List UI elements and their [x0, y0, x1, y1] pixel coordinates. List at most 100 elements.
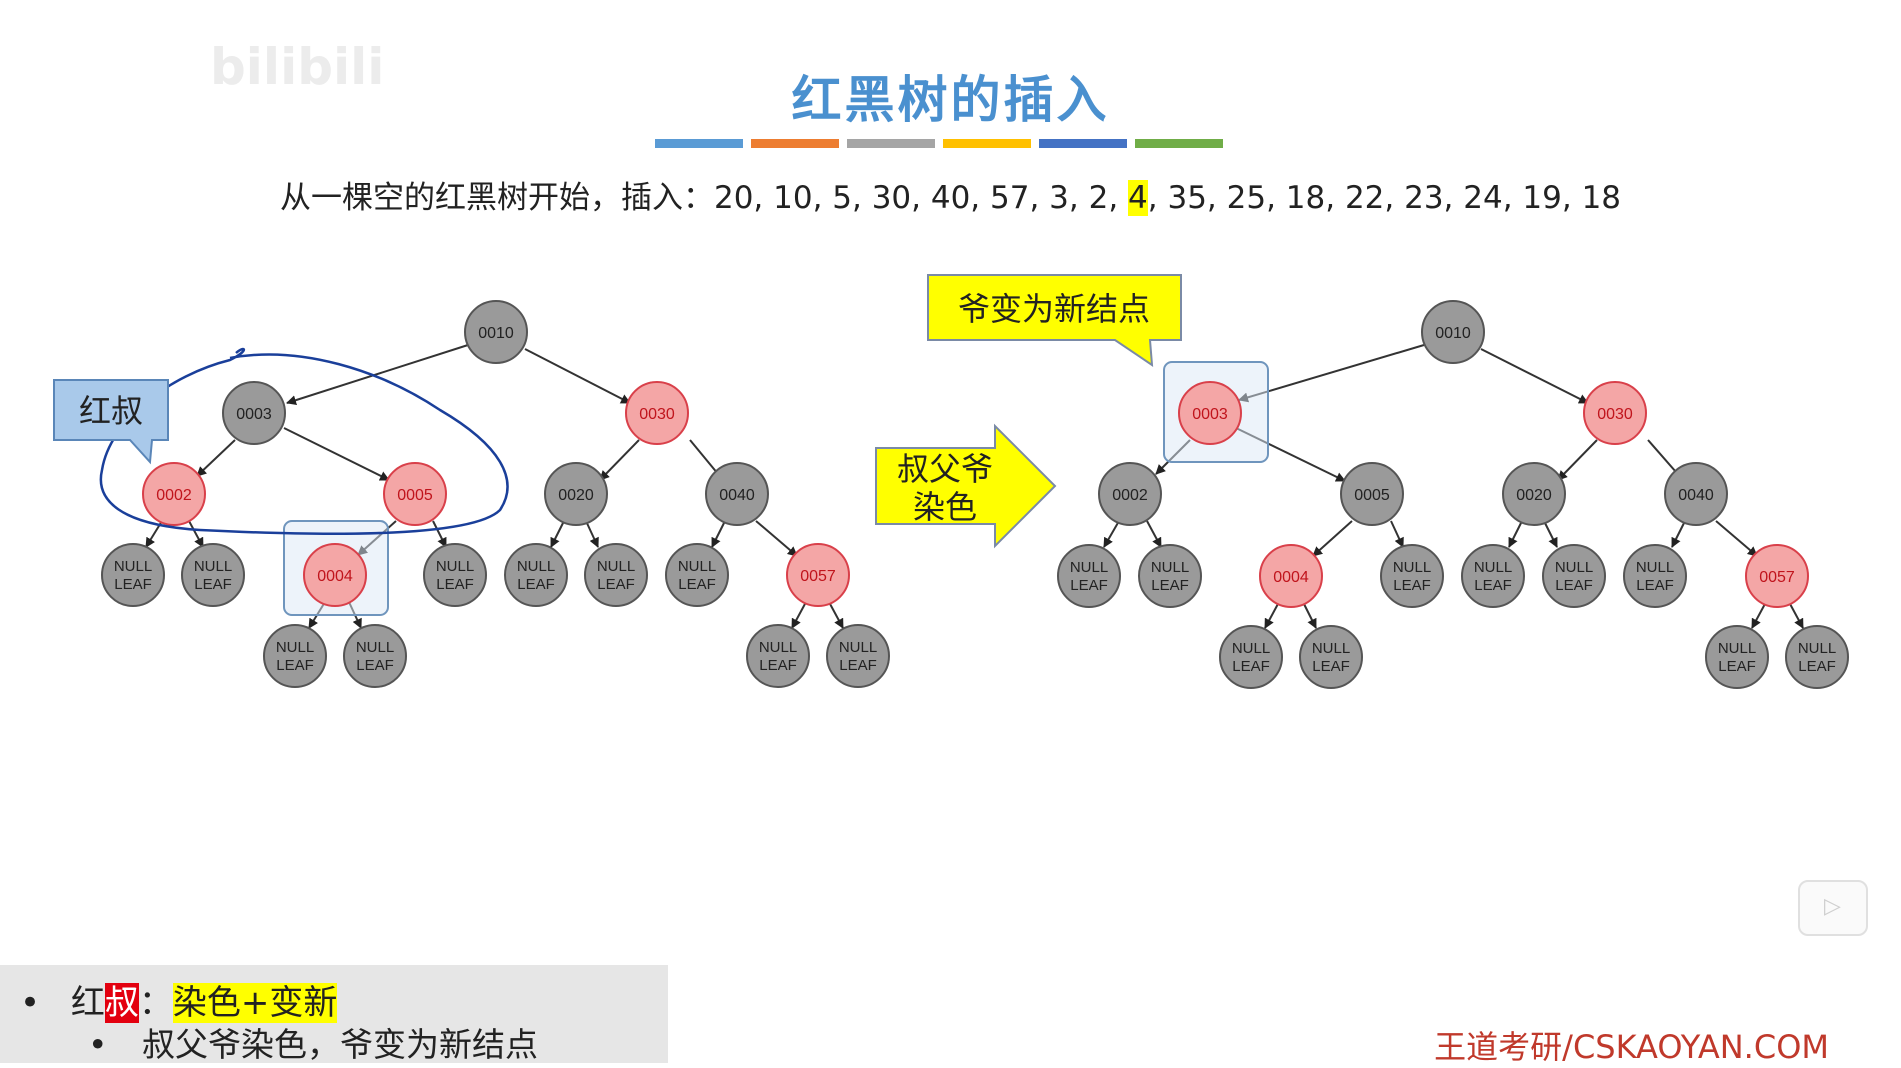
- color-bar: [943, 139, 1031, 148]
- node-label: 0057: [1759, 569, 1795, 586]
- page-title: 红黑树的插入: [791, 71, 1110, 129]
- null-line1: NULL: [678, 558, 716, 575]
- left-node-0040: 0040: [705, 462, 769, 526]
- right-node-0010: 0010: [1421, 300, 1485, 364]
- null-line2: LEAF: [1070, 577, 1108, 594]
- watermark-logo: bilibili: [210, 38, 385, 96]
- null-line2: LEAF: [436, 576, 474, 593]
- node-label: 0002: [1112, 487, 1148, 504]
- insert-sequence: 从一棵空的红黑树开始，插入：20, 10, 5, 30, 40, 57, 3, …: [0, 172, 1901, 217]
- null-line1: NULL: [1636, 559, 1674, 576]
- sequence-highlight: 4: [1128, 180, 1148, 216]
- hand-drawn-circle: [99, 347, 509, 536]
- node-label: 0005: [1354, 487, 1390, 504]
- node-label: 0003: [236, 406, 272, 423]
- right-node-0040: 0040: [1664, 462, 1728, 526]
- summary-action: 染色+变新: [172, 983, 338, 1023]
- arrow-line1: 叔父爷: [897, 450, 993, 488]
- node-label: 0040: [1678, 487, 1714, 504]
- sequence-before: 20, 10, 5, 30, 40, 57, 3, 2,: [713, 180, 1129, 216]
- null-line2: LEAF: [276, 657, 314, 674]
- null-line1: NULL: [1798, 640, 1836, 657]
- null-line2: LEAF: [1718, 658, 1756, 675]
- null-line1: NULL: [1393, 559, 1431, 576]
- right-node-0057: 0057: [1745, 544, 1809, 608]
- left-node-0002: 0002: [142, 462, 206, 526]
- bullet: •: [88, 1025, 108, 1064]
- summary-uncle-highlight: 叔: [104, 983, 139, 1023]
- null-line1: NULL: [759, 639, 797, 656]
- null-line2: LEAF: [1312, 658, 1350, 675]
- null-line1: NULL: [114, 558, 152, 575]
- null-line2: LEAF: [759, 657, 797, 674]
- left-node-0005: 0005: [383, 462, 447, 526]
- left-node-0020: 0020: [544, 462, 608, 526]
- null-line2: LEAF: [517, 576, 555, 593]
- null-line1: NULL: [1718, 640, 1756, 657]
- left-node-0030: 0030: [625, 381, 689, 445]
- summary-detail: 叔父爷染色，爷变为新结点: [141, 1025, 538, 1064]
- left-node-0003: 0003: [222, 381, 286, 445]
- callout-grandparent: 爷变为新结点: [927, 274, 1182, 367]
- right-node-0004: 0004: [1259, 544, 1323, 608]
- null-line2: LEAF: [839, 657, 877, 674]
- sequence-after: , 35, 25, 18, 22, 23, 24, 19, 18: [1147, 180, 1622, 216]
- node-label: 0010: [1435, 325, 1471, 342]
- null-line2: LEAF: [1636, 577, 1674, 594]
- right-node-0030: 0030: [1583, 381, 1647, 445]
- null-line1: NULL: [1555, 559, 1593, 576]
- brand-footer: 王道考研/CSKAOYAN.COM: [1434, 1028, 1829, 1066]
- bullet: •: [20, 983, 41, 1023]
- null-line2: LEAF: [356, 657, 394, 674]
- null-line2: LEAF: [1151, 577, 1189, 594]
- node-label: 0057: [800, 568, 836, 585]
- summary-line2: • 叔父爷染色，爷变为新结点: [88, 1018, 538, 1066]
- right-node-0020: 0020: [1502, 462, 1566, 526]
- node-label: 0004: [317, 568, 353, 585]
- null-line2: LEAF: [1555, 577, 1593, 594]
- node-label: 0030: [1597, 406, 1633, 423]
- right-node-0003: 0003: [1178, 381, 1242, 445]
- callout-red-uncle: 红叔: [53, 379, 169, 465]
- color-bar: [1039, 139, 1127, 148]
- sequence-prefix: 从一棵空的红黑树开始，插入：: [279, 180, 714, 216]
- null-line1: NULL: [1312, 640, 1350, 657]
- node-label: 0002: [156, 487, 192, 504]
- null-line2: LEAF: [1393, 577, 1431, 594]
- left-node-0010: 0010: [464, 300, 528, 364]
- left-node-0004: 0004: [303, 543, 367, 607]
- callout-text: 爷变为新结点: [958, 290, 1150, 328]
- node-label: 0004: [1273, 569, 1309, 586]
- color-bar: [751, 139, 839, 148]
- left-node-0057: 0057: [786, 543, 850, 607]
- summary-colon: ：: [138, 983, 173, 1023]
- color-bar: [655, 139, 743, 148]
- play-button[interactable]: ▷: [1798, 880, 1868, 936]
- null-line2: LEAF: [678, 576, 716, 593]
- null-line2: LEAF: [1798, 658, 1836, 675]
- null-line1: NULL: [356, 639, 394, 656]
- null-line1: NULL: [1232, 640, 1270, 657]
- null-line1: NULL: [1070, 559, 1108, 576]
- summary-line1: • 红叔：染色+变新: [20, 975, 338, 1024]
- null-line1: NULL: [517, 558, 555, 575]
- node-label: 0010: [478, 325, 514, 342]
- play-icon: ▷: [1824, 894, 1841, 919]
- node-label: 0003: [1192, 406, 1228, 423]
- right-node-0005: 0005: [1340, 462, 1404, 526]
- node-label: 0020: [1516, 487, 1552, 504]
